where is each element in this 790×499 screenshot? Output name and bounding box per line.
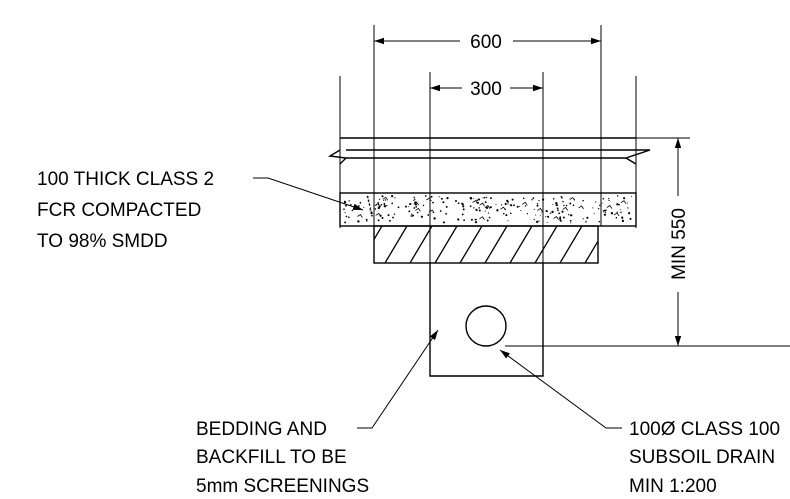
dimension-600: 600: [374, 32, 601, 53]
leader-bedding: [357, 329, 439, 429]
note-subsoil-drain: 100Ø CLASS 100 SUBSOIL DRAIN MIN 1:200: [629, 419, 785, 497]
leader-base-course: [253, 177, 364, 211]
dimension-300-label: 300: [470, 79, 502, 100]
note-base-course: 100 THICK CLASS 2 FCR COMPACTED TO 98% S…: [37, 169, 219, 252]
dimension-600-label: 600: [470, 32, 502, 53]
note-bedding: BEDDING AND BACKFILL TO BE 5mm SCREENING…: [196, 419, 369, 497]
pavement-surface: [327, 137, 651, 165]
subsoil-drain-pipe: [465, 305, 507, 347]
bedding-hatch-band: [373, 225, 599, 264]
extension-lines: [339, 25, 637, 264]
leader-subsoil-drain: [499, 349, 622, 429]
dimension-min-550: MIN 550: [505, 137, 790, 347]
dimension-300: 300: [430, 79, 543, 100]
dimension-min-550-label: MIN 550: [669, 208, 690, 280]
trench: [429, 263, 544, 377]
base-course-stipple: [343, 195, 633, 224]
base-course-layer: [339, 192, 637, 227]
